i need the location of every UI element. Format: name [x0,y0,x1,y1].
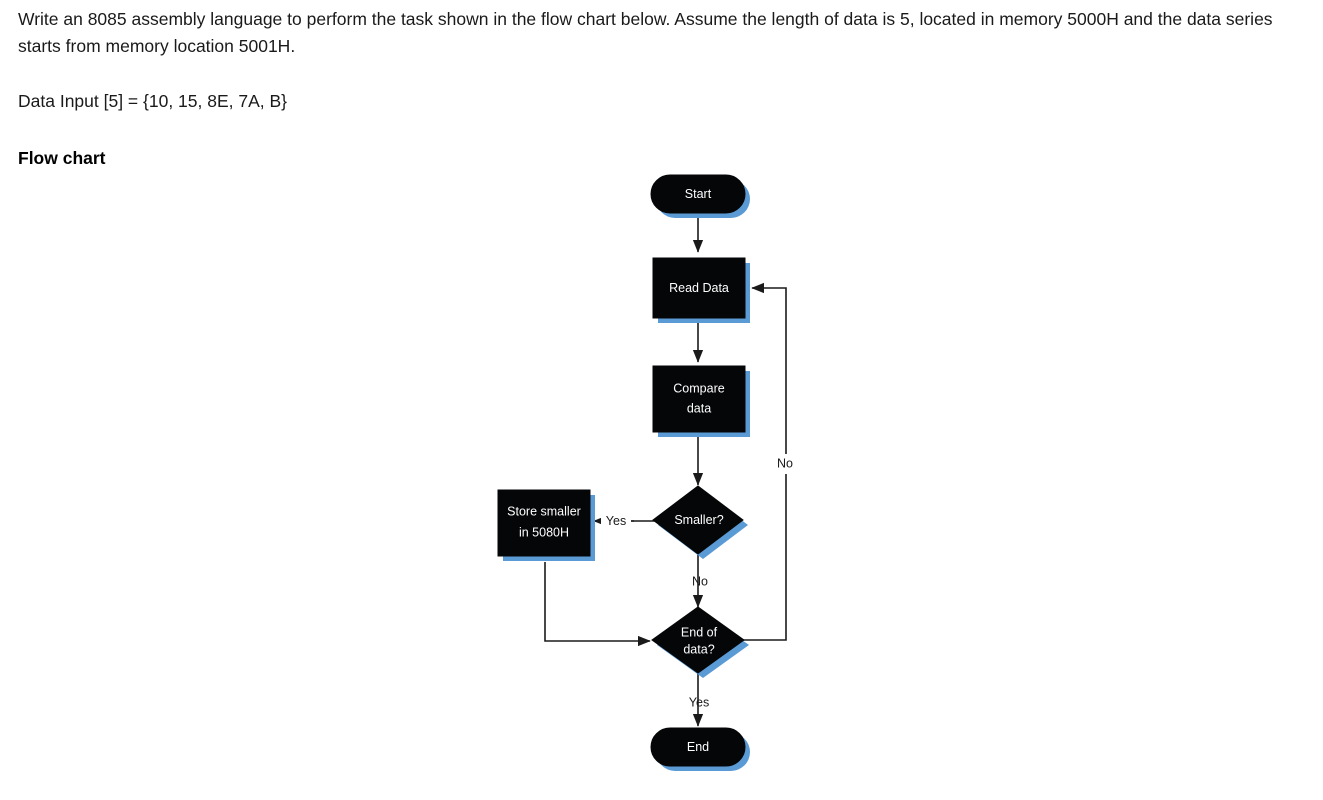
edge-label-smaller-yes: Yes [606,514,626,528]
node-store-smaller-label-line2: in 5080H [519,525,569,539]
edge-store-to-endofdata [544,562,651,647]
node-smaller-decision[interactable]: Smaller? [652,485,748,559]
node-read-data-label: Read Data [669,281,729,295]
node-store-smaller-shape [497,489,591,557]
node-read-data[interactable]: Read Data [652,257,750,323]
edge-label-yes-smaller-bg [601,511,631,531]
prose-block: Write an 8085 assembly language to perfo… [18,0,1308,172]
node-end-of-data-decision-shape [651,606,745,674]
node-read-data-shape [652,257,746,319]
node-compare-data-label-line1: Compare [673,381,724,395]
node-compare-data-label-line2: data [687,401,711,415]
node-start[interactable]: Start [650,174,750,218]
node-store-smaller[interactable]: Store smaller in 5080H [497,489,595,561]
node-store-smaller-label-line1: Store smaller [507,504,581,518]
node-compare-data[interactable]: Compare data [652,365,750,437]
node-end-shape [650,727,746,767]
data-input-paragraph: Data Input [5] = {10, 15, 8E, 7A, B} [18,91,288,111]
node-end-label: End [687,740,709,754]
node-end-of-data-label-line1: End of [681,625,718,639]
flow-chart-heading: Flow chart [18,148,106,168]
node-start-shape [650,174,746,214]
edge-label-no-endof-bg [772,454,798,474]
node-smaller-decision-label: Smaller? [674,513,723,527]
node-smaller-decision-shape [652,485,744,555]
node-compare-data-shape [652,365,746,433]
edge-label-smaller-no: No [692,574,708,588]
node-end[interactable]: End [650,727,750,771]
edge-label-endofdata-no: No [777,456,793,470]
node-end-of-data-label-line2: data? [683,642,714,656]
node-end-of-data-decision[interactable]: End of data? [651,606,749,678]
intro-paragraph: Write an 8085 assembly language to perfo… [18,9,1273,56]
edge-label-endofdata-yes: Yes [689,695,709,709]
node-start-label: Start [685,187,712,201]
